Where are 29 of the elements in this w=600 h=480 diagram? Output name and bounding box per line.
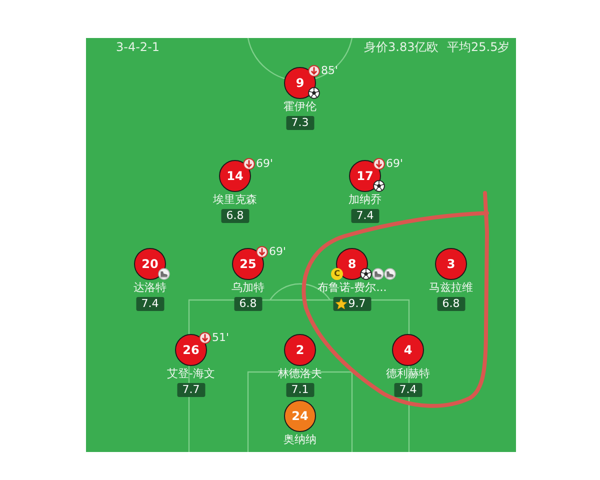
player-rating: 6.8 <box>226 209 244 223</box>
player-name: 乌加特 <box>232 281 264 295</box>
substitution-minute: 51' <box>212 332 230 344</box>
substitution-minute: 85' <box>321 65 338 77</box>
player-name: 加纳乔 <box>348 193 382 207</box>
player-name: 马兹拉维 <box>429 281 473 295</box>
substitution-minute: 69' <box>256 158 274 170</box>
player-name: 达洛特 <box>134 281 166 295</box>
team-stat-label: 身价3.83亿欧 <box>364 40 439 54</box>
formation-label: 3-4-2-1 <box>116 40 160 54</box>
player-name: 布鲁诺-费尔... <box>317 281 387 295</box>
player-rating: 7.4 <box>141 297 159 311</box>
player-name: 林德洛夫 <box>278 367 322 381</box>
player-name: 奥纳纳 <box>284 433 316 447</box>
player-name: 德利赫特 <box>386 367 430 381</box>
player-rating: 6.8 <box>239 297 257 311</box>
substitution-minute: 69' <box>386 158 404 170</box>
player-name: 霍伊伦 <box>284 100 316 114</box>
player-rating: 7.7 <box>182 383 200 397</box>
player-rating: 7.3 <box>291 116 309 130</box>
player-name: 埃里克森 <box>213 193 257 207</box>
team-stat-label: 平均25.5岁 <box>447 40 510 54</box>
player-rating: 7.1 <box>291 383 309 397</box>
player-rating: 9.7 <box>348 297 366 311</box>
player-name: 艾登-海文 <box>167 367 215 381</box>
player-rating: 6.8 <box>442 297 460 311</box>
player-rating: 7.4 <box>356 209 374 223</box>
player-rating: 7.4 <box>399 383 417 397</box>
substitution-minute: 69' <box>269 246 286 258</box>
